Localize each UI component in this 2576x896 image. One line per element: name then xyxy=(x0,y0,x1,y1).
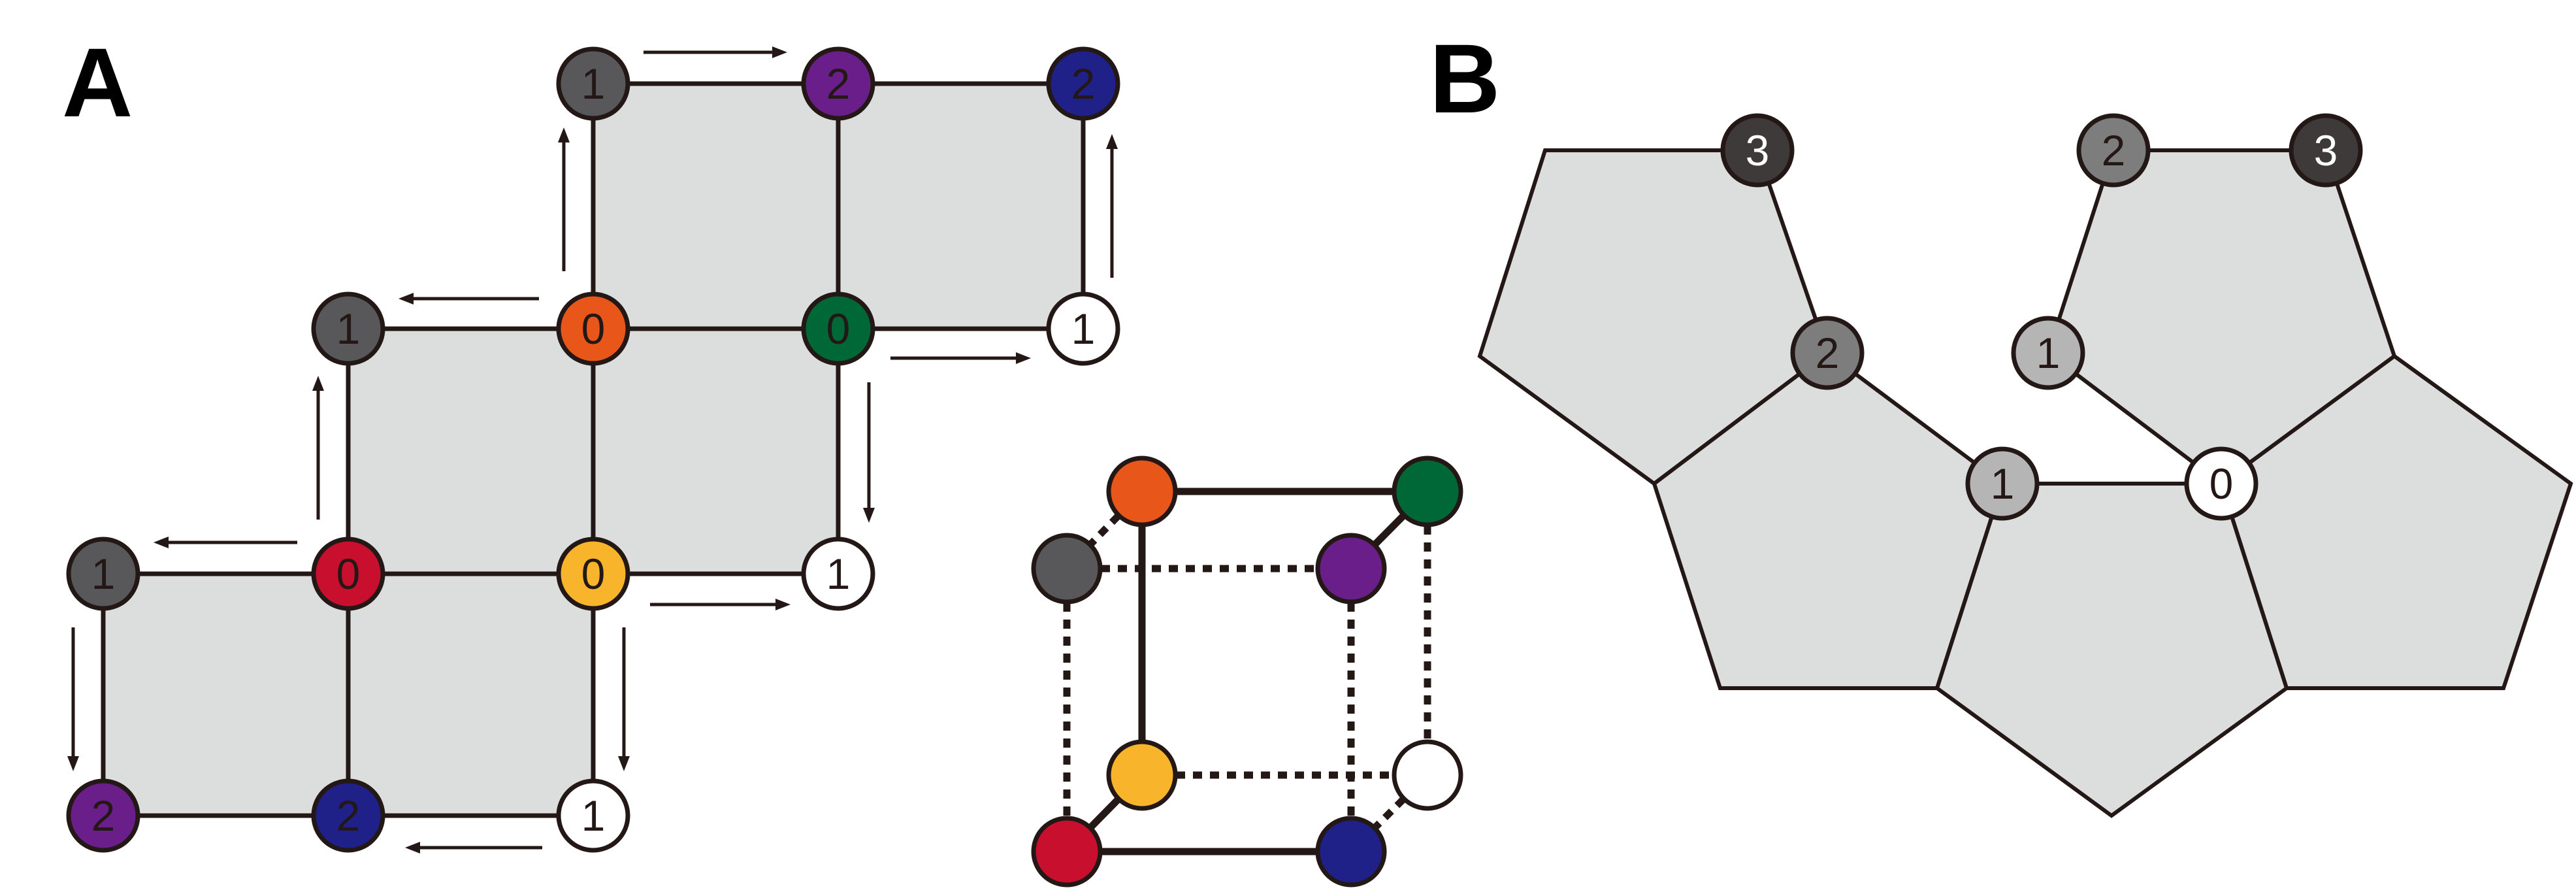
arrow-head xyxy=(399,293,414,305)
cube-diagram xyxy=(1031,456,1463,888)
node-label: 3 xyxy=(2314,126,2338,174)
face-bot-2 xyxy=(348,574,593,816)
pentagon-node: 2 xyxy=(1790,316,1865,390)
arrow-head xyxy=(1106,134,1118,149)
face-top-1 xyxy=(593,84,838,329)
panel-a-lattice: 1 2 2 1 0 0 1 1 xyxy=(66,46,1120,854)
cube-node xyxy=(1392,456,1463,527)
node-label: 2 xyxy=(91,791,116,840)
arrow-head xyxy=(558,127,570,142)
node-label: 1 xyxy=(581,791,606,840)
node-label: 3 xyxy=(1746,126,1770,174)
lattice-node: 0 xyxy=(556,291,630,366)
pentagon-node: 0 xyxy=(2184,446,2258,521)
lattice-node: 1 xyxy=(801,537,875,611)
lattice-node: 2 xyxy=(1046,46,1120,121)
face-bot-1 xyxy=(103,574,348,816)
node-label: 0 xyxy=(826,305,851,353)
cube-node xyxy=(1031,816,1103,888)
arrow-head xyxy=(1016,352,1031,364)
lattice-node: 0 xyxy=(801,291,875,366)
node-label: 2 xyxy=(336,791,361,840)
node-label: 1 xyxy=(336,305,361,353)
lattice-node: 1 xyxy=(556,46,630,121)
arrow-head xyxy=(863,508,875,523)
arrow-head xyxy=(618,756,630,771)
node-label: 1 xyxy=(1071,305,1096,353)
face-top-2 xyxy=(838,84,1083,329)
lattice-node: 1 xyxy=(311,291,385,366)
cube-node xyxy=(1315,816,1387,888)
lattice-node: 0 xyxy=(556,537,630,611)
pentagon-node: 1 xyxy=(1965,446,2040,521)
lattice-node: 0 xyxy=(311,537,385,611)
arrow-head xyxy=(405,842,420,854)
node-label: 1 xyxy=(826,550,851,598)
arrow-head xyxy=(67,756,79,771)
node-label: 0 xyxy=(581,550,606,598)
lattice-node: 1 xyxy=(556,778,630,853)
cube-node xyxy=(1315,533,1387,605)
pentagon-node: 1 xyxy=(2011,316,2085,390)
arrow-head xyxy=(772,46,787,58)
pentagon-node: 3 xyxy=(1720,113,1795,188)
face-mid-2 xyxy=(593,329,838,574)
node-label: 1 xyxy=(91,550,116,598)
node-label: 0 xyxy=(2209,459,2234,508)
arrow-head xyxy=(775,599,791,610)
face-mid-1 xyxy=(348,329,593,574)
node-label: 1 xyxy=(2036,329,2061,377)
lattice-node: 2 xyxy=(66,778,140,853)
panel-label-a: A xyxy=(62,27,133,137)
arrow-head xyxy=(154,537,169,548)
lattice-node: 1 xyxy=(1046,291,1120,366)
cube-node xyxy=(1106,456,1178,527)
lattice-node: 2 xyxy=(311,778,385,853)
node-label: 0 xyxy=(336,550,361,598)
lattice-node: 2 xyxy=(801,46,875,121)
boundary-arrows xyxy=(67,46,1118,854)
node-label: 2 xyxy=(826,59,851,108)
cube-node xyxy=(1031,533,1103,605)
node-label: 2 xyxy=(1071,59,1096,108)
lattice-node: 1 xyxy=(66,537,140,611)
node-label: 1 xyxy=(1991,459,2015,508)
panel-label-b: B xyxy=(1429,24,1500,133)
node-label: 2 xyxy=(1816,329,1840,377)
pentagon-node: 2 xyxy=(2076,113,2151,188)
node-label: 2 xyxy=(2102,126,2126,174)
pentagon-bottom-center xyxy=(1934,482,2289,818)
panel-b-pentagons: 3 2 3 2 1 1 0 xyxy=(1477,113,2573,818)
arrow-head xyxy=(312,376,324,391)
node-label: 0 xyxy=(581,305,606,353)
node-label: 1 xyxy=(581,59,606,108)
cube-node xyxy=(1106,739,1178,811)
pentagon-node: 3 xyxy=(2289,113,2363,188)
cube-node xyxy=(1392,739,1463,811)
